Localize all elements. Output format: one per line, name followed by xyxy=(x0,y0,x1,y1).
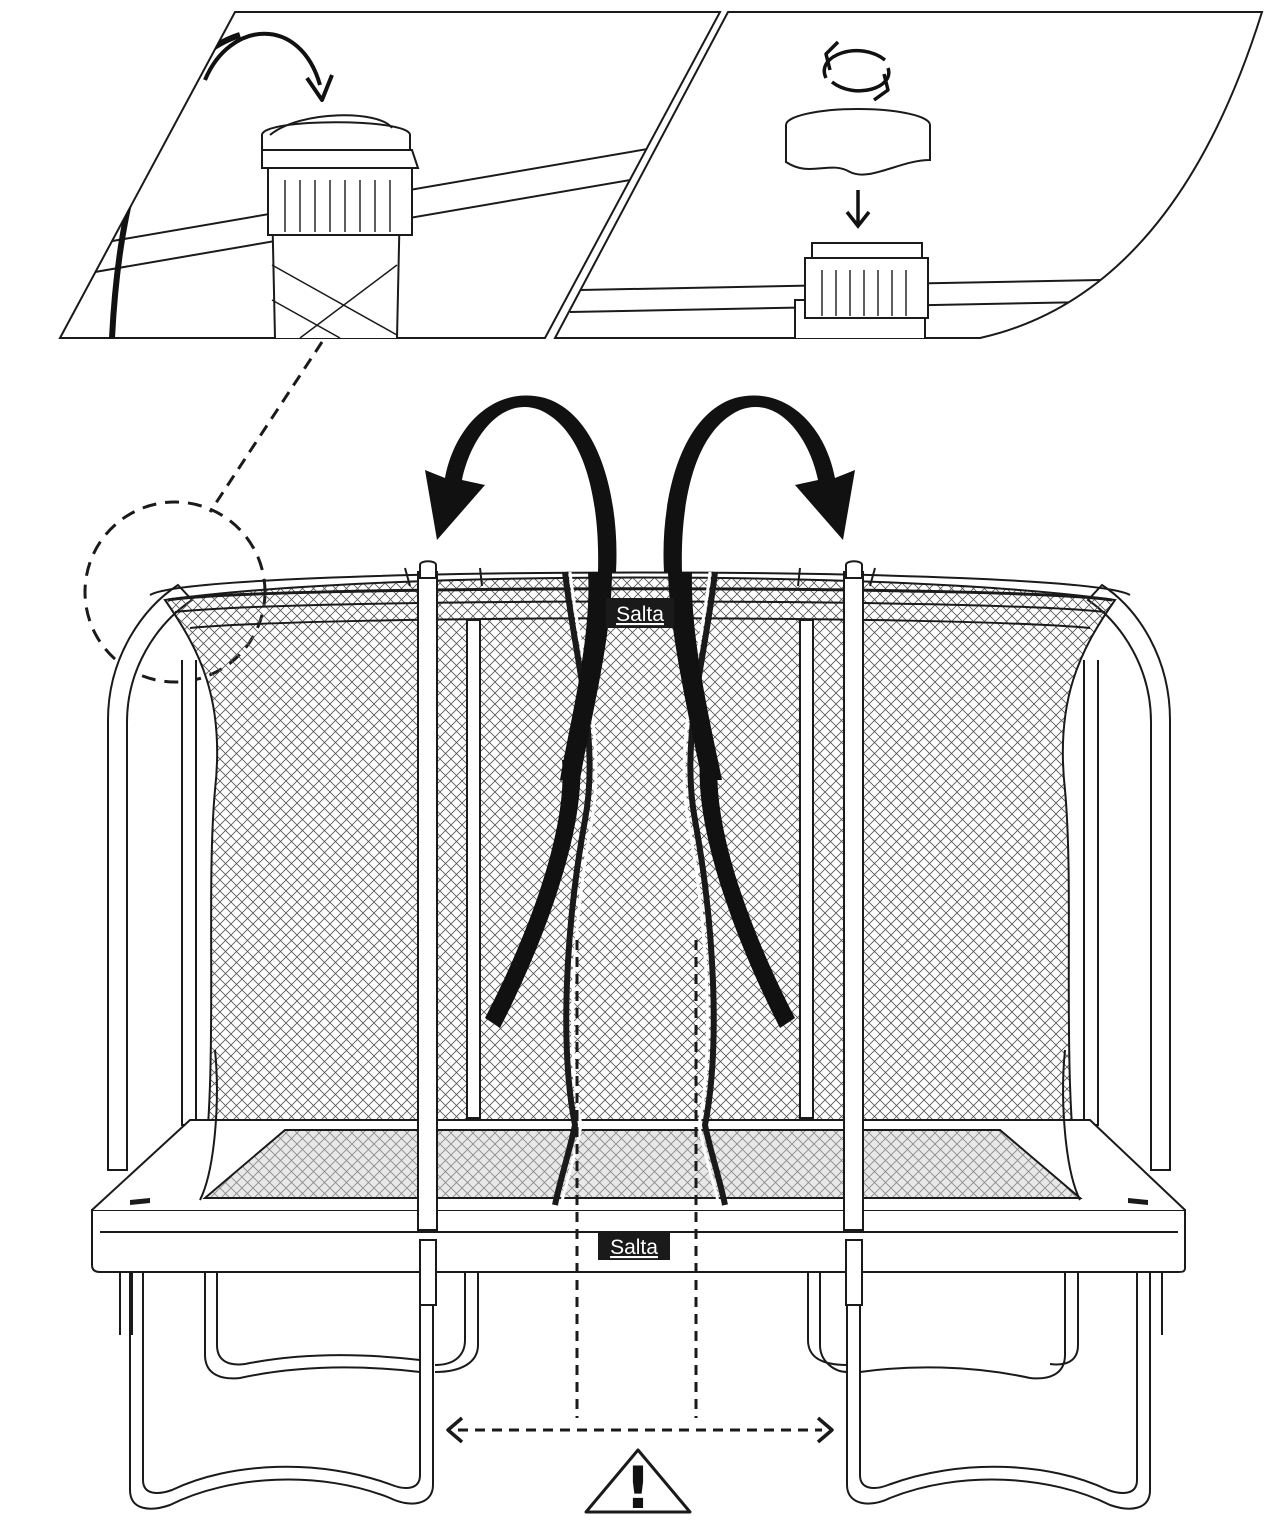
end-cap xyxy=(785,108,931,176)
net-brand-text: Salta xyxy=(616,603,664,626)
warning-symbol: ! xyxy=(625,1454,651,1520)
safety-net xyxy=(163,576,1117,1201)
detail-panel-cap-install xyxy=(553,11,1264,339)
detail-leader-line xyxy=(208,341,324,513)
frame-brand-text: Salta xyxy=(610,1236,658,1259)
front-net-poles xyxy=(417,560,864,1306)
entrance-guide-lines xyxy=(458,940,822,1432)
outer-net-poles xyxy=(107,583,1171,1171)
trampoline-legs xyxy=(119,1270,1163,1510)
curved-arrow-icon xyxy=(425,395,855,572)
warning-triangle-icon: ! xyxy=(584,1448,692,1520)
double-arrow-icon xyxy=(446,1416,834,1444)
rotate-arrows-icon xyxy=(822,40,891,102)
curved-arrow-icon xyxy=(203,31,322,86)
jumping-mat xyxy=(202,1129,1083,1199)
net-brand-label: Salta xyxy=(606,598,674,628)
trampoline: Salta Salta xyxy=(91,395,1186,1510)
net-straps xyxy=(485,572,795,1028)
down-arrow-icon xyxy=(845,190,871,229)
frame-brand-label: Salta xyxy=(598,1232,670,1260)
